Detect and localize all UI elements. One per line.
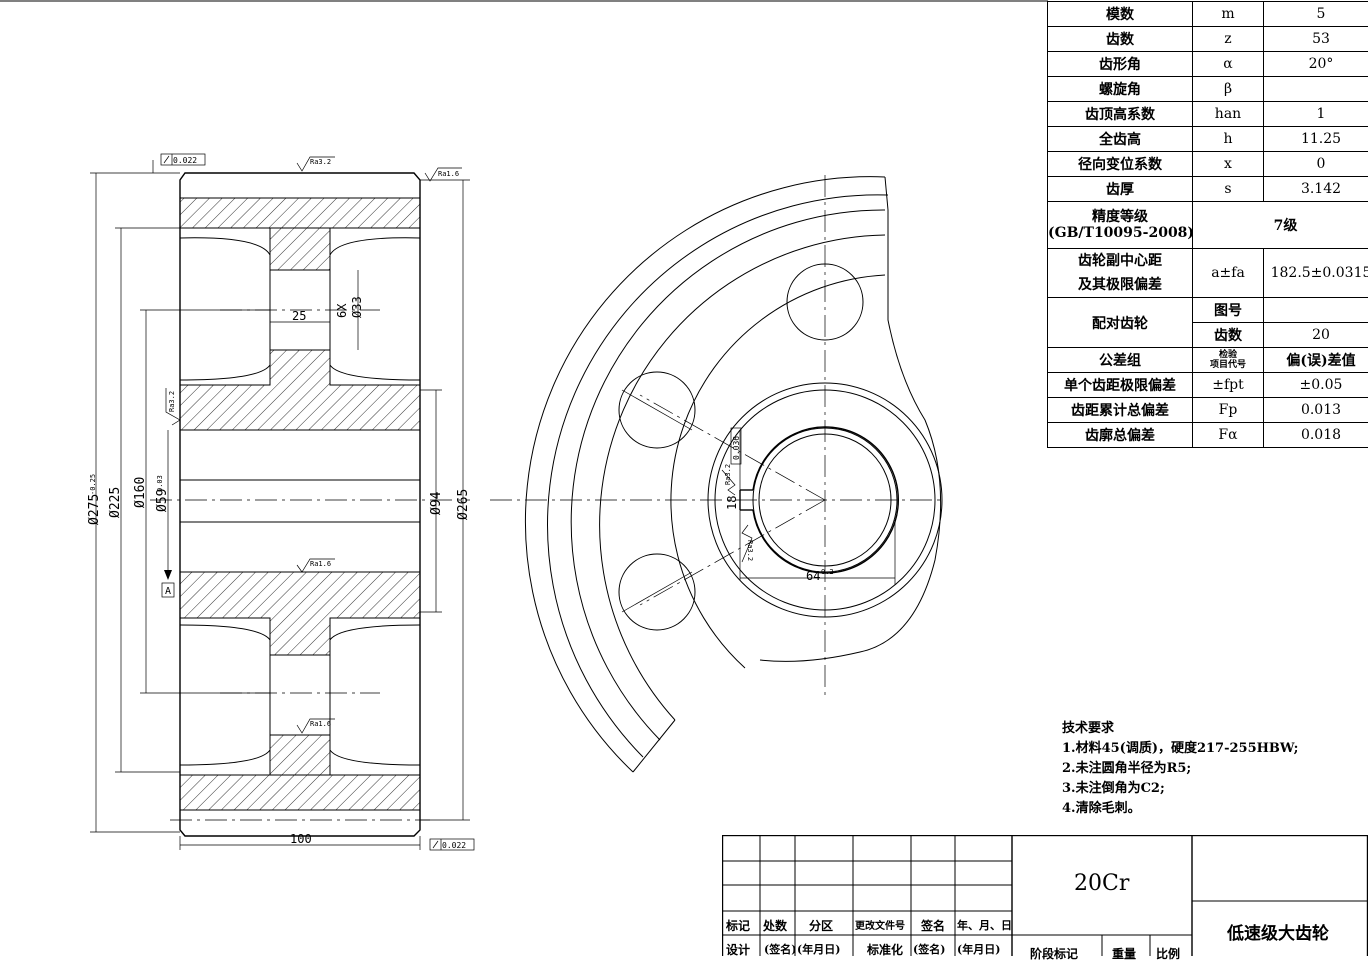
keyway-tol-frame: 0.036	[731, 428, 741, 464]
tb-scale-label: 比例	[1156, 945, 1180, 962]
tb-header: 标记	[726, 917, 750, 934]
svg-text:Ra3.2: Ra3.2	[168, 391, 176, 412]
dim-bore-tol: 0.03	[156, 475, 164, 492]
mating-gear-row: 配对齿轮 图号	[1048, 298, 1368, 323]
center-distance-row: 齿轮副中心距及其极限偏差 a±fa 182.5±0.0315	[1048, 249, 1368, 298]
dim-225: Ø225	[108, 487, 123, 518]
dim-web: 25	[292, 309, 306, 323]
dim-rim: Ø265	[456, 489, 471, 520]
material-label: 20Cr	[1074, 871, 1174, 896]
rim-bottom-hatch	[180, 775, 420, 810]
technical-requirements: 技术要求 1.材料45(调质)，硬度217-255HBW; 2.未注圆角半径为R…	[1062, 719, 1298, 819]
precision-row: 精度等级(GB/T10095-2008) 7级	[1048, 202, 1368, 249]
dim-keyway-depth-tol: 0.2	[821, 568, 834, 576]
svg-text:Ra3.2: Ra3.2	[310, 158, 331, 166]
rim-top-hatch	[180, 198, 420, 228]
tech-req-item: 2.未注圆角半径为R5;	[1062, 759, 1298, 779]
dim-hole-count: 6X	[335, 303, 349, 318]
svg-text:Ra1.6: Ra1.6	[310, 560, 331, 568]
tech-req-item: 4.清除毛刺。	[1062, 799, 1298, 819]
roughness-keyway-bottom: Ra3.2	[742, 525, 754, 562]
svg-text:0.022: 0.022	[173, 156, 197, 165]
section-view: Ø275 -0.25 Ø225 Ø160 Ø59 0.03 Ø94 Ø265 1…	[87, 154, 474, 850]
dim-outer-dia: Ø275	[87, 494, 102, 525]
tb-row2: (年月日)	[797, 941, 840, 957]
dim-hole-dia: Ø33	[350, 296, 364, 318]
svg-text:0.036: 0.036	[732, 436, 741, 460]
tech-req-item: 1.材料45(调质)，硬度217-255HBW;	[1062, 739, 1298, 759]
dim-outer-tol: -0.25	[89, 474, 97, 495]
roughness-right: Ra1.6	[425, 168, 462, 181]
roughness-mid: Ra1.6	[297, 559, 335, 572]
tb-row2: (签名)	[913, 941, 945, 957]
tech-req-title: 技术要求	[1062, 719, 1298, 739]
part-name: 低速级大齿轮	[1227, 919, 1367, 944]
runout-frame-top: 0.022	[161, 154, 205, 165]
roughness-top: Ra3.2	[297, 157, 335, 171]
tb-row2: 设计	[726, 941, 750, 958]
tb-stage-label: 阶段标记	[1030, 945, 1078, 962]
tb-row2: (年月日)	[957, 941, 1000, 957]
roughness-keyway: Ra3.2	[722, 464, 735, 495]
svg-text:A: A	[165, 586, 171, 597]
dim-width: 100	[290, 832, 312, 846]
svg-text:Ra3.2: Ra3.2	[746, 540, 754, 561]
runout-frame-bottom: 0.022	[430, 839, 474, 850]
front-view: 64 0.2 18 0.036 Ra3.2 Ra3.2	[490, 175, 945, 772]
tolerance-row: 单个齿距极限偏差±fpt±0.05	[1048, 373, 1368, 398]
tb-header: 年、月、日	[957, 917, 1012, 933]
tb-header: 分区	[809, 917, 833, 934]
dim-keyway-depth: 64	[806, 569, 820, 583]
svg-text:Ra3.2: Ra3.2	[724, 464, 732, 485]
tolerance-header-row: 公差组 检验项目代号 偏(误)差值	[1048, 348, 1368, 373]
tech-req-item: 3.未注倒角为C2;	[1062, 779, 1298, 799]
title-block: 标记 处数 分区 更改文件号 签名 年、月、日 设计 (签名) (年月日) 标准…	[722, 835, 1368, 956]
datum-a: A	[162, 583, 174, 597]
svg-text:Ra1.6: Ra1.6	[310, 720, 331, 728]
tb-header: 处数	[763, 917, 787, 934]
tb-header: 签名	[921, 917, 945, 934]
svg-text:0.022: 0.022	[442, 841, 466, 850]
dim-keyway-width: 18	[725, 496, 739, 510]
roughness-left: Ra3.2	[166, 388, 180, 425]
tb-row2: (签名)	[764, 941, 796, 957]
tb-header: 更改文件号	[855, 917, 905, 932]
tb-row2: 标准化	[867, 941, 903, 958]
tb-weight-label: 重量	[1112, 945, 1136, 962]
svg-text:Ra1.6: Ra1.6	[438, 170, 459, 178]
dim-hub: Ø94	[429, 491, 444, 515]
dim-160: Ø160	[133, 477, 148, 508]
